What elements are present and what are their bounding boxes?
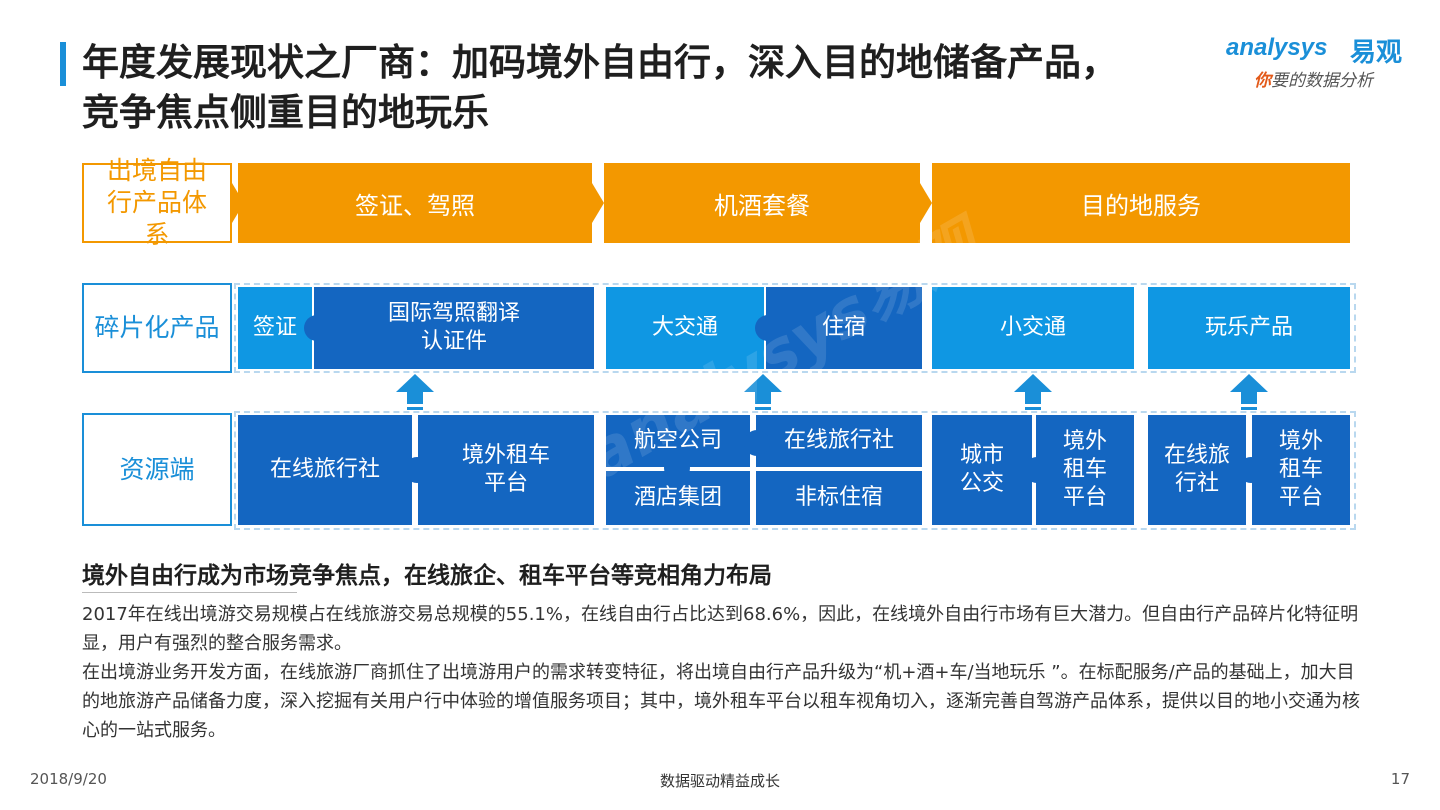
- fragment-long-transport: 大交通: [606, 287, 764, 369]
- logo-brand-cn: 易观: [1350, 38, 1403, 68]
- row-label-resources: 资源端: [82, 413, 232, 526]
- fragment-activities: 玩乐产品: [1148, 287, 1350, 369]
- orange-connector: [920, 183, 932, 223]
- up-arrow-icon: [1014, 374, 1052, 414]
- up-arrow-icon: [744, 374, 782, 414]
- summary-paragraph-1: 2017年在线出境游交易规模占在线旅游交易总规模的55.1%，在线自由行占比达到…: [82, 604, 1359, 654]
- resource-airline: 航空公司: [606, 415, 750, 467]
- puzzle-knob: [744, 430, 770, 456]
- row-label-fragmented-products: 碎片化产品: [82, 283, 232, 373]
- resource-non-standard-lodging: 非标住宿: [756, 471, 922, 525]
- page-title-line1: 年度发展现状之厂商：加码境外自由行，深入目的地储备产品，: [82, 41, 1118, 84]
- logo-tagline-rest: 要的数据分析: [1271, 71, 1373, 91]
- system-flight-hotel: 机酒套餐: [604, 163, 920, 243]
- fragment-panel: [234, 283, 1356, 373]
- footer-slogan: 数据驱动精益成长: [659, 772, 780, 790]
- logo-brand-en: analysys: [1226, 34, 1328, 61]
- orange-connector: [592, 183, 604, 223]
- footer-date: 2018/9/20: [30, 770, 107, 788]
- summary-headline: 境外自由行成为市场竞争焦点，在线旅企、租车平台等竞相角力布局: [82, 563, 772, 589]
- fragment-license-translation: 国际驾照翻译认证件: [314, 287, 594, 369]
- up-arrow-icon: [396, 374, 434, 414]
- system-destination-services: 目的地服务: [932, 163, 1350, 243]
- logo-tagline-accent: 你: [1254, 71, 1271, 91]
- fragment-local-transport: 小交通: [932, 287, 1134, 369]
- summary-divider: [82, 592, 297, 593]
- resource-car-rental-1: 境外租车平台: [418, 415, 594, 525]
- system-visa-license: 签证、驾照: [238, 163, 592, 243]
- fragment-lodging: 住宿: [766, 287, 922, 369]
- summary-paragraph-2: 在出境游业务开发方面，在线旅游厂商抓住了出境游用户的需求转变特征，将出境自由行产…: [82, 662, 1360, 741]
- analysys-logo: analysys 易观 你要的数据分析: [1226, 34, 1416, 94]
- logo-tagline: 你要的数据分析: [1254, 66, 1373, 91]
- resource-car-rental-2: 境外租车平台: [1036, 415, 1134, 525]
- footer-page-number: 17: [1390, 770, 1410, 788]
- row-label-product-system: 出境自由行产品体系: [82, 156, 232, 249]
- resource-ota-2: 在线旅行社: [756, 415, 922, 467]
- resource-car-rental-3: 境外租车平台: [1252, 415, 1350, 525]
- puzzle-knob: [664, 455, 690, 481]
- resource-ota-1: 在线旅行社: [238, 415, 412, 525]
- page-title: 年度发展现状之厂商：加码境外自由行，深入目的地储备产品， 竞争焦点侧重目的地玩乐: [82, 38, 1242, 138]
- resource-ota-3: 在线旅行社: [1148, 415, 1246, 525]
- up-arrow-icon: [1230, 374, 1268, 414]
- summary-body: 2017年在线出境游交易规模占在线旅游交易总规模的55.1%，在线自由行占比达到…: [82, 600, 1362, 745]
- page-title-line2: 竞争焦点侧重目的地玩乐: [82, 91, 489, 134]
- fragment-visa: 签证: [238, 287, 312, 369]
- resource-city-transit: 城市公交: [932, 415, 1032, 525]
- title-accent-bar: [60, 42, 66, 86]
- resource-panel: [234, 411, 1356, 530]
